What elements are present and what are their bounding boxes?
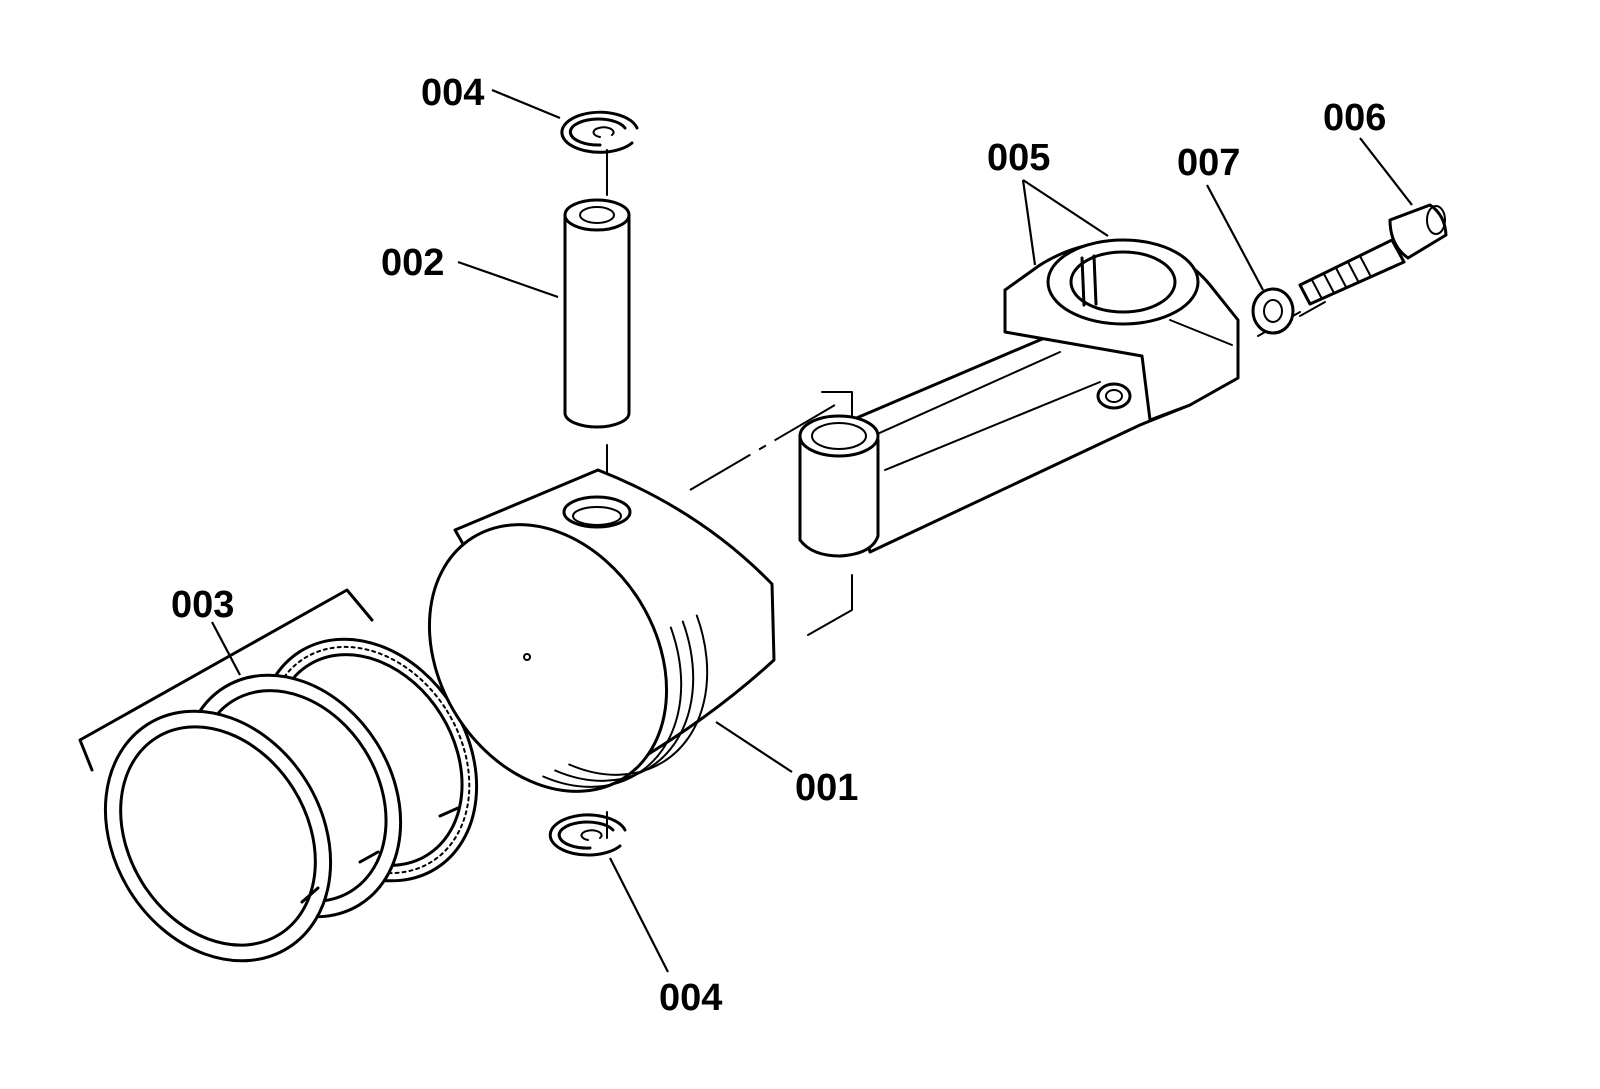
callout-washer: 007 bbox=[1177, 142, 1240, 184]
washer[interactable] bbox=[1251, 287, 1295, 335]
piston[interactable] bbox=[381, 456, 776, 836]
callout-connecting-rod: 005 bbox=[987, 137, 1050, 179]
callout-piston-pin: 002 bbox=[381, 242, 444, 284]
circlip-bottom[interactable] bbox=[548, 813, 627, 857]
callout-piston: 001 bbox=[795, 767, 858, 809]
leader-lines bbox=[211, 88, 1413, 973]
connecting-rod[interactable] bbox=[798, 238, 1240, 558]
callout-piston-ring-set: 003 bbox=[171, 584, 234, 626]
ring-set-bracket bbox=[78, 588, 374, 772]
callout-circlip-bottom: 004 bbox=[659, 977, 722, 1019]
callout-circlip-top: 004 bbox=[421, 72, 484, 114]
circlip-top[interactable] bbox=[560, 110, 639, 154]
bolt[interactable] bbox=[1298, 203, 1448, 306]
callout-bolt: 006 bbox=[1323, 97, 1386, 139]
piston-pin[interactable] bbox=[563, 198, 631, 429]
piston-ring-set[interactable] bbox=[60, 588, 521, 1003]
